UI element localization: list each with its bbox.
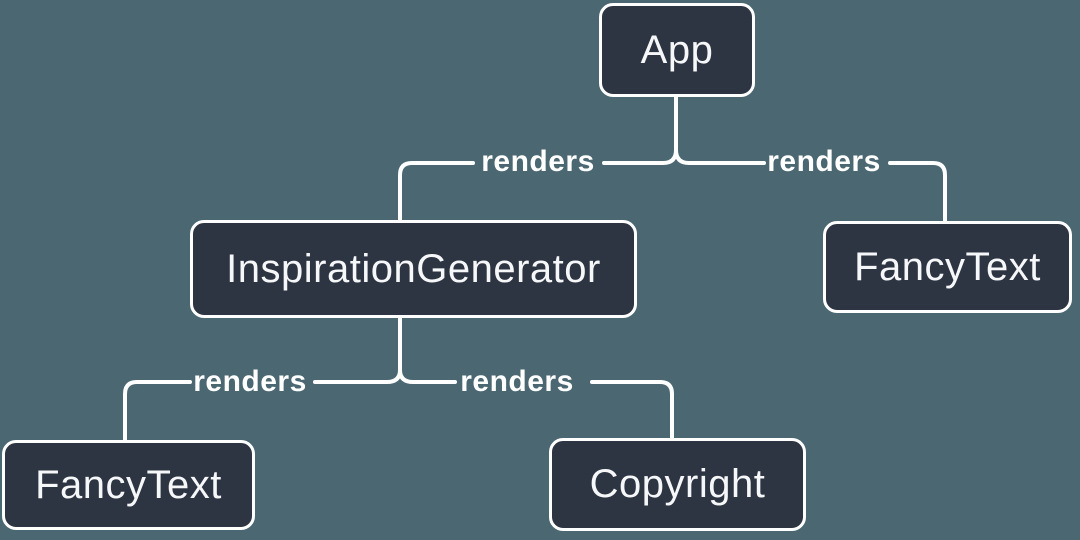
node-fancy-text-right-label: FancyText <box>854 244 1041 289</box>
edge-label-app-inspirationgenerator: renders <box>481 145 595 178</box>
edge-inspirationgenerator-to-fancytext-seg1 <box>313 316 402 384</box>
edge-inspirationgenerator-to-copyright-seg1 <box>398 368 457 384</box>
edge-inspirationgenerator-to-copyright-seg2 <box>590 380 674 440</box>
edge-label-app-fancytext: renders <box>767 145 881 178</box>
node-inspiration-generator: InspirationGenerator <box>190 220 637 318</box>
node-app: App <box>599 3 755 97</box>
edge-app-to-inspirationgenerator-seg1 <box>602 95 678 165</box>
edge-app-to-inspirationgenerator-seg2 <box>398 161 475 222</box>
edge-app-to-fancytext-seg2 <box>888 161 947 223</box>
node-fancy-text-left-label: FancyText <box>35 462 222 507</box>
edge-label-inspirationgenerator-copyright: renders <box>460 365 574 398</box>
node-fancy-text-left: FancyText <box>2 440 255 530</box>
edge-inspirationgenerator-to-fancytext-seg2 <box>123 380 192 442</box>
node-copyright: Copyright <box>549 438 806 531</box>
edge-app-to-fancytext-seg1 <box>674 148 766 165</box>
node-fancy-text-right: FancyText <box>823 221 1072 313</box>
node-inspiration-generator-label: InspirationGenerator <box>226 246 601 291</box>
edge-label-inspirationgenerator-fancytext: renders <box>193 365 307 398</box>
node-app-label: App <box>640 27 714 72</box>
node-copyright-label: Copyright <box>589 462 766 506</box>
